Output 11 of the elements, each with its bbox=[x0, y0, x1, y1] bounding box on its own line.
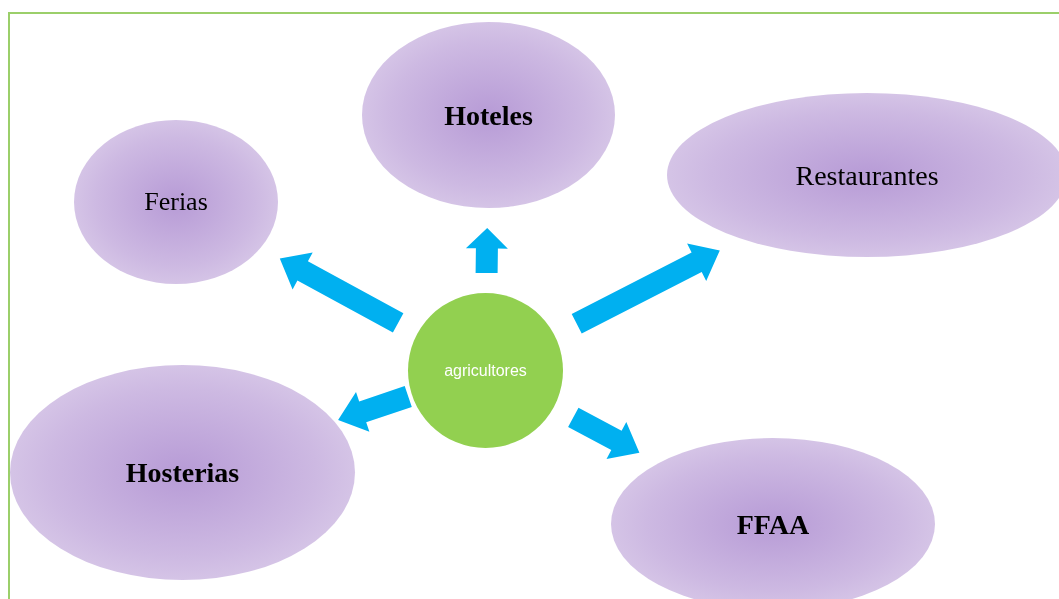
node-label: Ferias bbox=[144, 185, 208, 218]
node-label: Hoteles bbox=[444, 98, 533, 133]
block-arrow bbox=[465, 228, 508, 274]
block-arrow bbox=[571, 243, 720, 334]
block-arrow bbox=[338, 386, 412, 432]
node-label: agricultores bbox=[444, 360, 527, 381]
node-label: Restaurantes bbox=[795, 158, 939, 193]
node-label: Hosterias bbox=[125, 456, 240, 490]
node-label: FFAA bbox=[736, 507, 810, 542]
block-arrow bbox=[568, 407, 640, 459]
block-arrow bbox=[279, 252, 404, 333]
